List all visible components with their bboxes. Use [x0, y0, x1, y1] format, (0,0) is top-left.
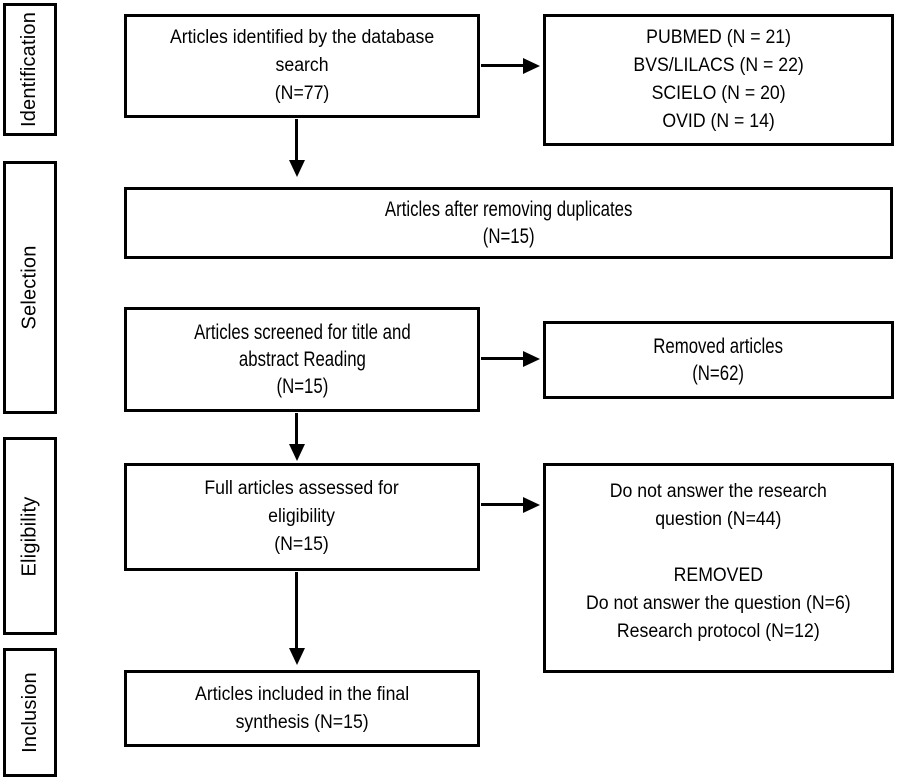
- stage-label-eligibility: Eligibility: [3, 437, 57, 635]
- box-text: PUBMED (N = 21) BVS/LILACS (N = 22) SCIE…: [633, 27, 804, 132]
- stage-label-selection: Selection: [3, 161, 57, 414]
- arrow-identified-to-databases: [481, 64, 523, 67]
- box-text: Do not answer the research question (N=4…: [586, 481, 851, 642]
- stage-label-text: Selection: [18, 245, 41, 330]
- arrow-assessed-to-excluded: [481, 503, 523, 506]
- box-text: Articles screened for title and abstract…: [193, 321, 411, 398]
- box-removed-articles: Removed articles (N=62): [543, 321, 894, 399]
- box-text: Removed articles (N=62): [653, 335, 784, 385]
- stage-label-text: Eligibility: [18, 495, 41, 577]
- arrow-assessed-to-included: [295, 572, 298, 648]
- stage-label-text: Inclusion: [18, 672, 41, 753]
- box-database-counts: PUBMED (N = 21) BVS/LILACS (N = 22) SCIE…: [543, 14, 894, 146]
- stage-label-identification: Identification: [3, 3, 57, 136]
- box-excluded-reasons: Do not answer the research question (N=4…: [543, 463, 894, 673]
- box-text: Articles included in the final synthesis…: [194, 683, 410, 733]
- box-text: Articles after removing duplicates (N=15…: [384, 198, 633, 248]
- arrow-identified-to-duplicates: [295, 119, 298, 160]
- arrow-screened-to-removed: [481, 357, 523, 360]
- box-text: Articles identified by the database sear…: [169, 27, 435, 104]
- arrow-screened-to-assessed: [295, 413, 298, 444]
- stage-label-text: Identification: [18, 11, 41, 128]
- box-articles-screened: Articles screened for title and abstract…: [124, 307, 480, 412]
- box-articles-included: Articles included in the final synthesis…: [124, 670, 480, 747]
- box-text: Full articles assessed for eligibility (…: [204, 478, 400, 555]
- box-duplicates-removed: Articles after removing duplicates (N=15…: [124, 187, 893, 259]
- box-full-articles-assessed: Full articles assessed for eligibility (…: [124, 463, 480, 571]
- box-articles-identified: Articles identified by the database sear…: [124, 14, 480, 118]
- stage-label-inclusion: Inclusion: [3, 648, 57, 777]
